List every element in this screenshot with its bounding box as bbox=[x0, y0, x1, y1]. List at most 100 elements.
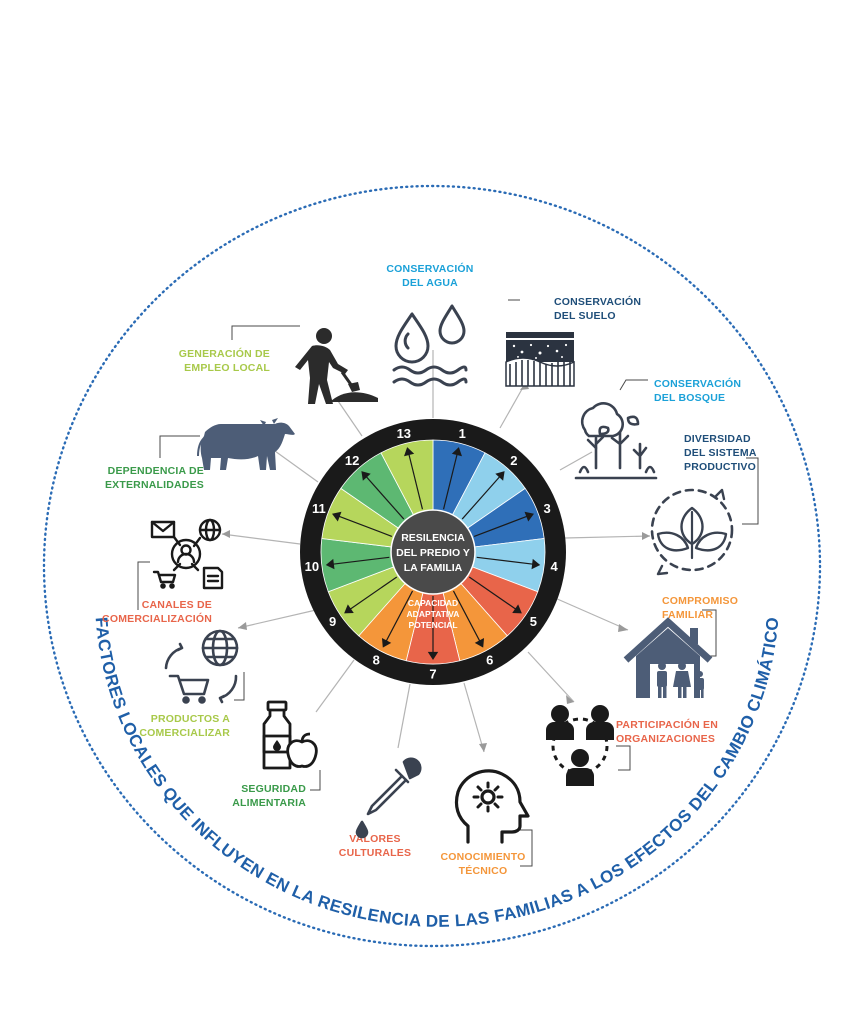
label-5-line-2: FAMILIAR bbox=[662, 609, 713, 621]
label-canales: CANALES DE COMERCIALIZACIÓN bbox=[102, 599, 212, 625]
wheel-arrowhead-1 bbox=[451, 447, 462, 457]
label-9-line-1: SEGURIDAD bbox=[241, 783, 306, 795]
label-11-line-1: CANALES DE bbox=[142, 599, 212, 611]
water-drops-icon bbox=[392, 304, 468, 387]
wheel-arrowhead-9 bbox=[344, 604, 354, 614]
center-line-2: DEL PREDIO Y bbox=[396, 547, 470, 559]
label-12-line-1: DEPENDENCIA DE bbox=[108, 465, 204, 477]
wheel-arrowhead-2 bbox=[495, 471, 505, 481]
label-compromiso: COMPROMISO FAMILIAR bbox=[662, 595, 738, 621]
people-network-icon bbox=[546, 705, 614, 786]
label-8-line-2: CULTURALES bbox=[339, 847, 411, 859]
label-1-line-2: DEL AGUA bbox=[402, 277, 458, 289]
worker-shovel-icon bbox=[295, 328, 378, 404]
capacity-line-2: ADAPTATIVA bbox=[407, 609, 460, 619]
wheel-arrowhead-7 bbox=[427, 651, 439, 660]
label-13-line-1: GENERACIÓN DE bbox=[179, 347, 270, 360]
label-7-line-1: CONOCIMIENTO bbox=[440, 851, 525, 863]
label-conservacion-suelo: CONSERVACIÓN DEL SUELO bbox=[554, 295, 641, 322]
head-gear-icon bbox=[454, 769, 530, 844]
label-11-line-2: COMERCIALIZACIÓN bbox=[102, 612, 212, 625]
label-dependencia: DEPENDENCIA DE EXTERNALIDADES bbox=[105, 465, 204, 491]
wheel-number-6: 6 bbox=[486, 653, 493, 668]
wheel-arrowhead-12 bbox=[361, 471, 371, 481]
wheel-spoke-8 bbox=[384, 590, 414, 645]
label-diversidad: DIVERSIDAD DEL SISTEMA PRODUCTIVO bbox=[684, 433, 757, 473]
wheel-spoke-12 bbox=[363, 473, 405, 520]
wheel-spoke-5 bbox=[468, 576, 519, 612]
wheel-number-11: 11 bbox=[312, 501, 326, 516]
wheel-spoke-10 bbox=[329, 556, 390, 566]
outer-dotted-circle bbox=[42, 184, 822, 948]
wheel-arrowhead-11 bbox=[332, 511, 342, 522]
wheel-spoke-4 bbox=[476, 556, 537, 566]
label-7-line-2: TÉCNICO bbox=[459, 864, 508, 877]
capacity-line-1: CAPACIDAD bbox=[408, 598, 458, 608]
label-4-line-1: DIVERSIDAD bbox=[684, 433, 751, 445]
wheel-number-1: 1 bbox=[459, 426, 466, 441]
commerce-channels-icon bbox=[150, 518, 224, 590]
label-4-line-2: DEL SISTEMA bbox=[684, 447, 757, 459]
wheel-number-5: 5 bbox=[530, 614, 537, 629]
label-seguridad: SEGURIDAD ALIMENTARIA bbox=[232, 783, 306, 809]
label-3-line-1: CONSERVACIÓN bbox=[654, 377, 741, 390]
wheel-spoke-9 bbox=[347, 576, 398, 612]
wheel-number-12: 12 bbox=[345, 453, 359, 468]
dropper-icon bbox=[355, 757, 422, 839]
label-brackets bbox=[137, 299, 759, 867]
label-9-line-2: ALIMENTARIA bbox=[232, 797, 306, 809]
label-10-line-2: COMERCIALIZAR bbox=[139, 727, 230, 739]
center-line-1: RESILENCIA bbox=[401, 532, 465, 544]
capacity-line-3: POTENCIAL bbox=[408, 620, 457, 630]
wheel-spoke-1 bbox=[442, 450, 459, 510]
label-3-line-2: DEL BOSQUE bbox=[654, 392, 725, 404]
label-5-line-1: COMPROMISO bbox=[662, 595, 738, 607]
label-participacion: PARTICIPACIÓN EN ORGANIZACIONES bbox=[616, 718, 718, 745]
label-6-line-2: ORGANIZACIONES bbox=[616, 733, 715, 745]
connector-lines bbox=[221, 350, 651, 753]
wheel-number-3: 3 bbox=[543, 501, 550, 516]
family-house-icon bbox=[623, 617, 713, 698]
label-generacion: GENERACIÓN DE EMPLEO LOCAL bbox=[179, 347, 270, 374]
forest-icon bbox=[574, 402, 658, 480]
wheel-spoke-6 bbox=[452, 590, 482, 645]
wheel-number-9: 9 bbox=[329, 614, 336, 629]
wheel-spoke-11 bbox=[335, 514, 393, 537]
wheel-spoke-3 bbox=[473, 514, 531, 537]
label-1-line-1: CONSERVACIÓN bbox=[386, 262, 473, 275]
wheel-spokes bbox=[325, 447, 541, 660]
wheel-number-2: 2 bbox=[510, 453, 517, 468]
wheel-number-4: 4 bbox=[550, 559, 558, 574]
label-valores: VALORES CULTURALES bbox=[339, 833, 411, 859]
label-productos: PRODUCTOS A COMERCIALIZAR bbox=[139, 713, 230, 739]
wheel-arrowhead-8 bbox=[381, 637, 392, 648]
wheel-arrowhead-10 bbox=[325, 558, 335, 570]
wheel-spoke-13 bbox=[407, 450, 424, 510]
label-conservacion-bosque: CONSERVACIÓN DEL BOSQUE bbox=[654, 377, 741, 404]
label-10-line-1: PRODUCTOS A bbox=[151, 713, 230, 725]
center-line-3: LA FAMILIA bbox=[404, 562, 463, 574]
leaves-cycle-icon bbox=[650, 488, 734, 576]
wheel-number-13: 13 bbox=[397, 426, 411, 441]
bottle-apple-icon bbox=[262, 700, 318, 770]
wheel-arrowhead-4 bbox=[531, 558, 541, 570]
soil-layers-icon bbox=[505, 332, 575, 387]
label-2-line-2: DEL SUELO bbox=[554, 310, 616, 322]
label-13-line-2: EMPLEO LOCAL bbox=[184, 362, 270, 374]
label-4-line-3: PRODUCTIVO bbox=[684, 461, 756, 473]
wheel-arrowhead-13 bbox=[404, 447, 415, 457]
label-conservacion-agua: CONSERVACIÓN DEL AGUA bbox=[386, 262, 473, 289]
wheel-center bbox=[390, 509, 476, 595]
label-conocimiento: CONOCIMIENTO TÉCNICO bbox=[440, 851, 525, 877]
wheel-number-10: 10 bbox=[305, 559, 319, 574]
wheel-arrowhead-6 bbox=[474, 637, 485, 648]
cow-icon bbox=[197, 418, 295, 470]
label-2-line-1: CONSERVACIÓN bbox=[554, 295, 641, 308]
factor-labels: CONSERVACIÓN DEL AGUA CONSERVACIÓN DEL S… bbox=[102, 262, 757, 877]
wheel-number-7: 7 bbox=[429, 667, 436, 682]
wheel-spoke-2 bbox=[461, 473, 503, 520]
label-6-line-1: PARTICIPACIÓN EN bbox=[616, 718, 718, 731]
